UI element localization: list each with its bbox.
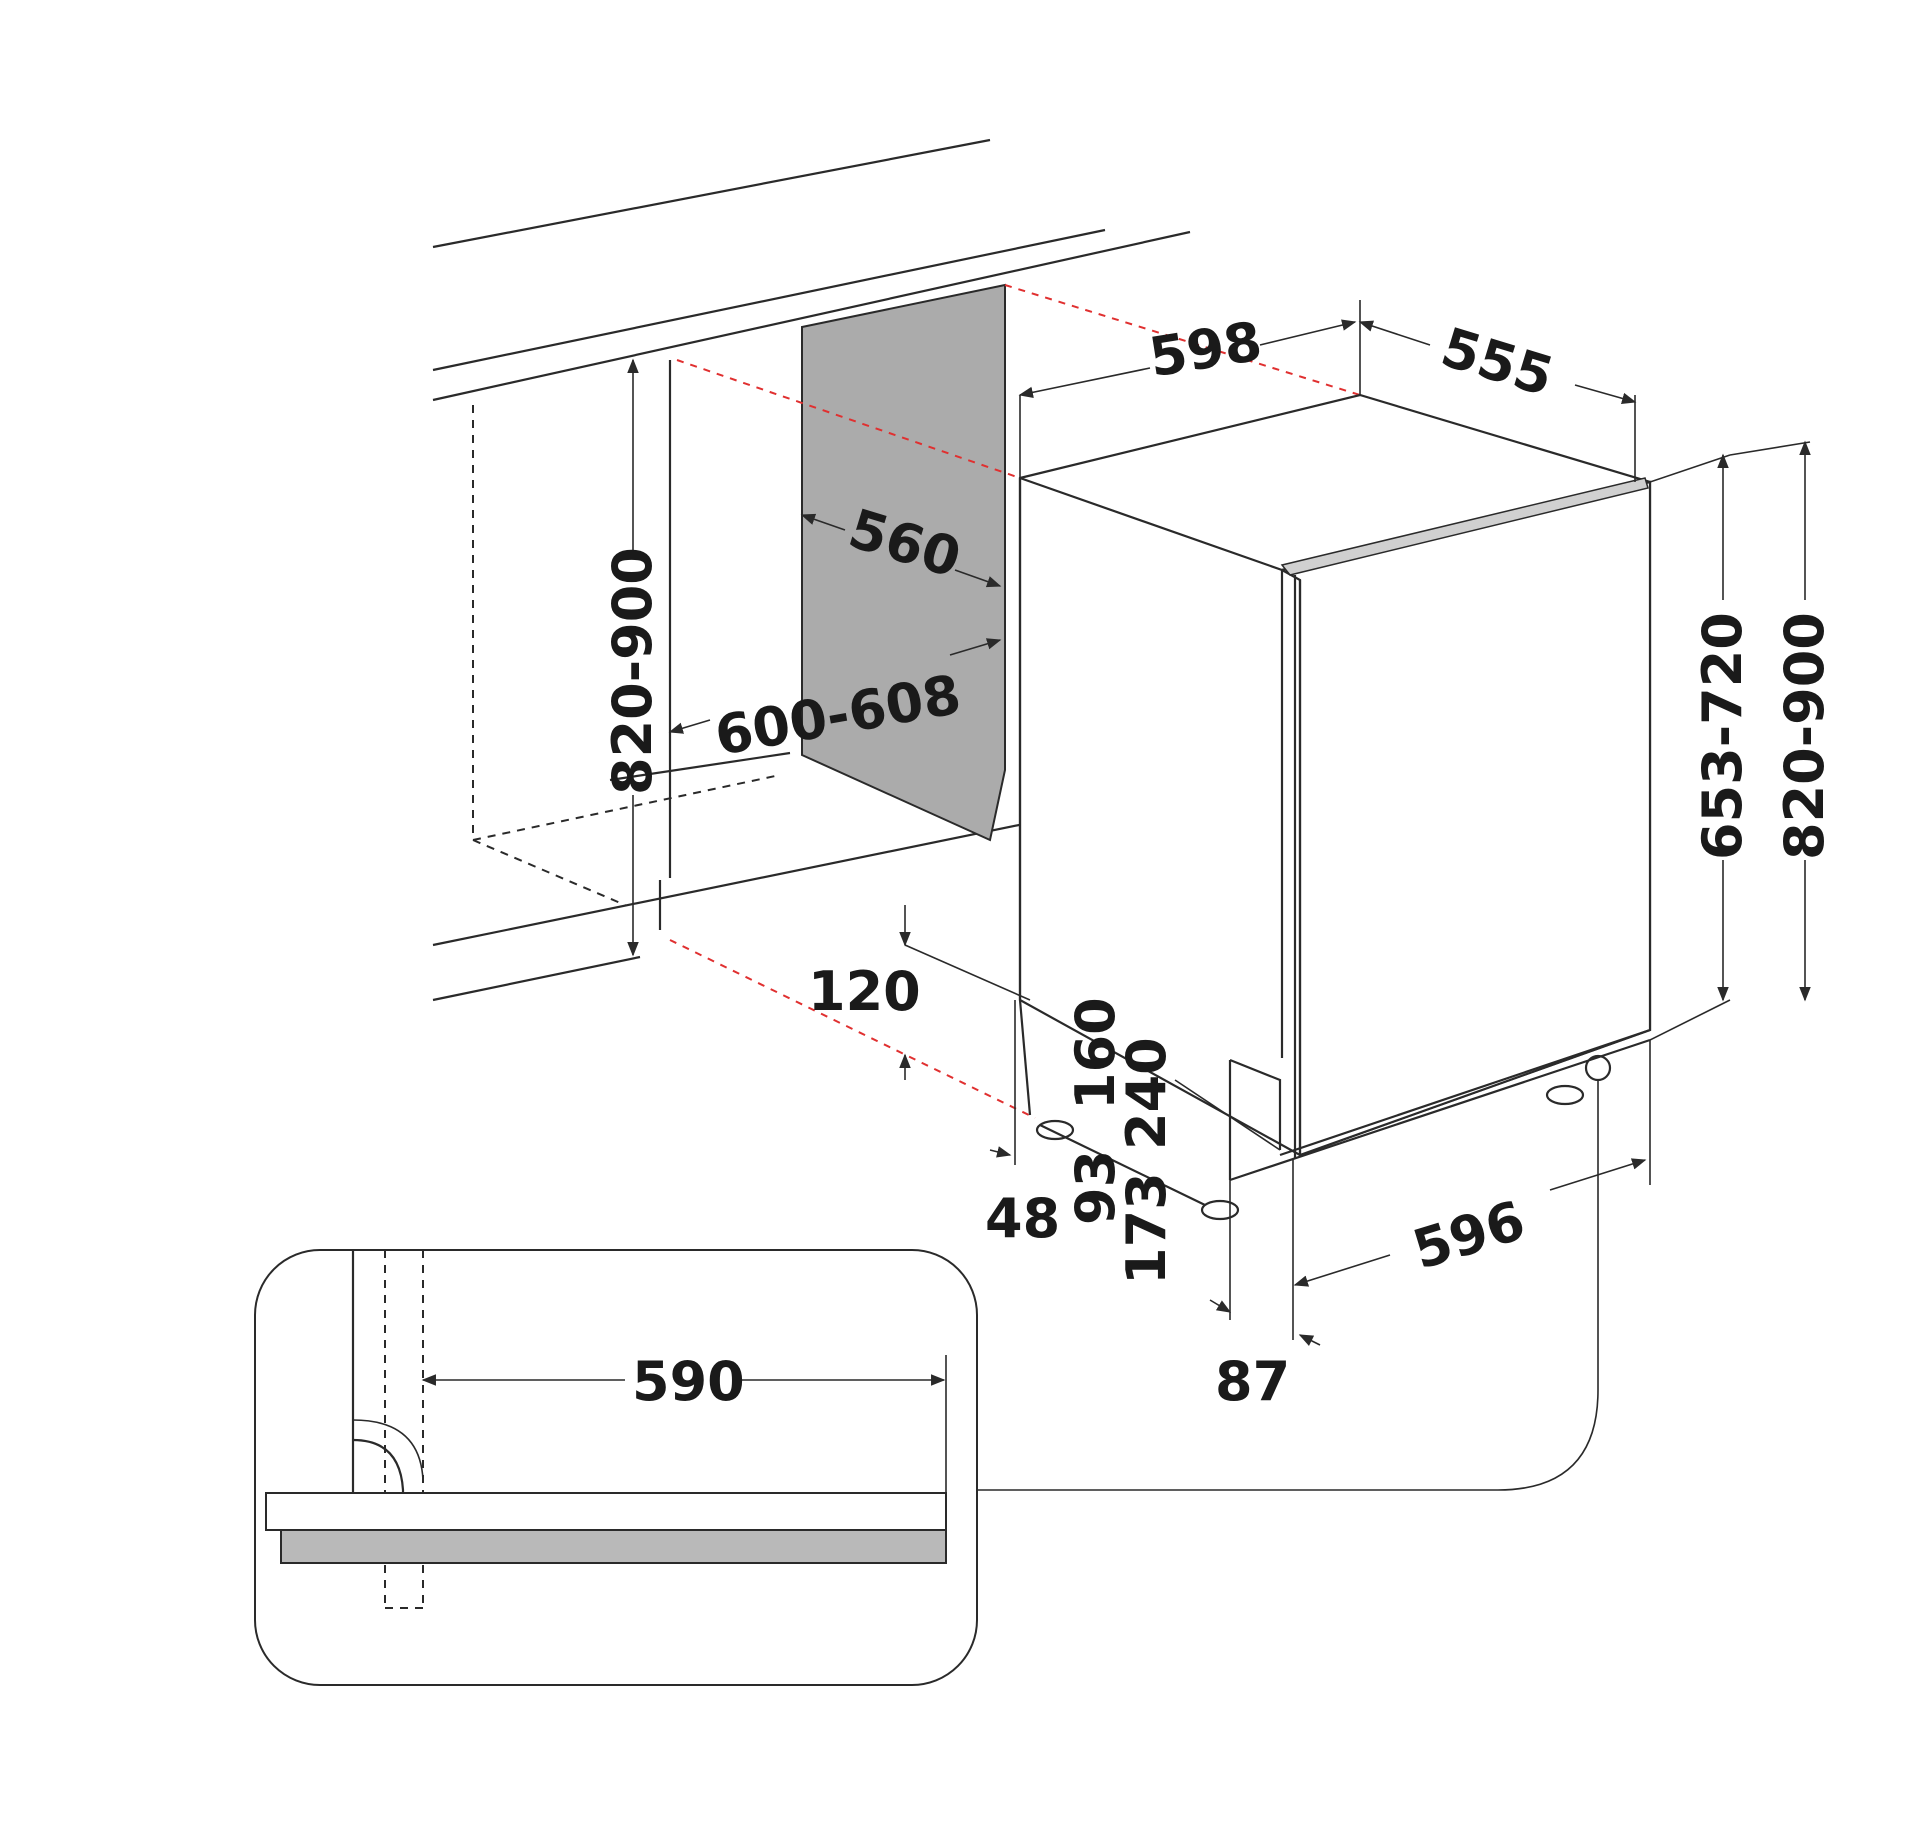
dishwasher-body [1018, 393, 1652, 1221]
label-93: 93 [1064, 1150, 1127, 1225]
label-596: 596 [1406, 1189, 1532, 1282]
detail-box [254, 1249, 978, 1686]
door-strip [280, 1529, 947, 1564]
label-590: 590 [632, 1350, 745, 1413]
label-555: 555 [1434, 315, 1560, 408]
label-48: 48 [985, 1187, 1060, 1250]
niche-outline-red [669, 284, 1361, 1119]
label-653-720: 653-720 [1691, 612, 1754, 860]
label-820-900-left: 820-900 [601, 547, 664, 795]
detail-leader [975, 1080, 1599, 1491]
label-598: 598 [1145, 309, 1266, 389]
label-240: 240 [1115, 1037, 1178, 1150]
label-87: 87 [1215, 1350, 1290, 1413]
door-panel [1278, 480, 1652, 1157]
niche-rear-wall [801, 283, 1006, 842]
label-120: 120 [808, 960, 921, 1023]
left-cabinet [472, 360, 791, 930]
label-160: 160 [1064, 997, 1127, 1110]
label-820-900-right: 820-900 [1773, 612, 1836, 860]
label-173: 173 [1115, 1172, 1178, 1285]
